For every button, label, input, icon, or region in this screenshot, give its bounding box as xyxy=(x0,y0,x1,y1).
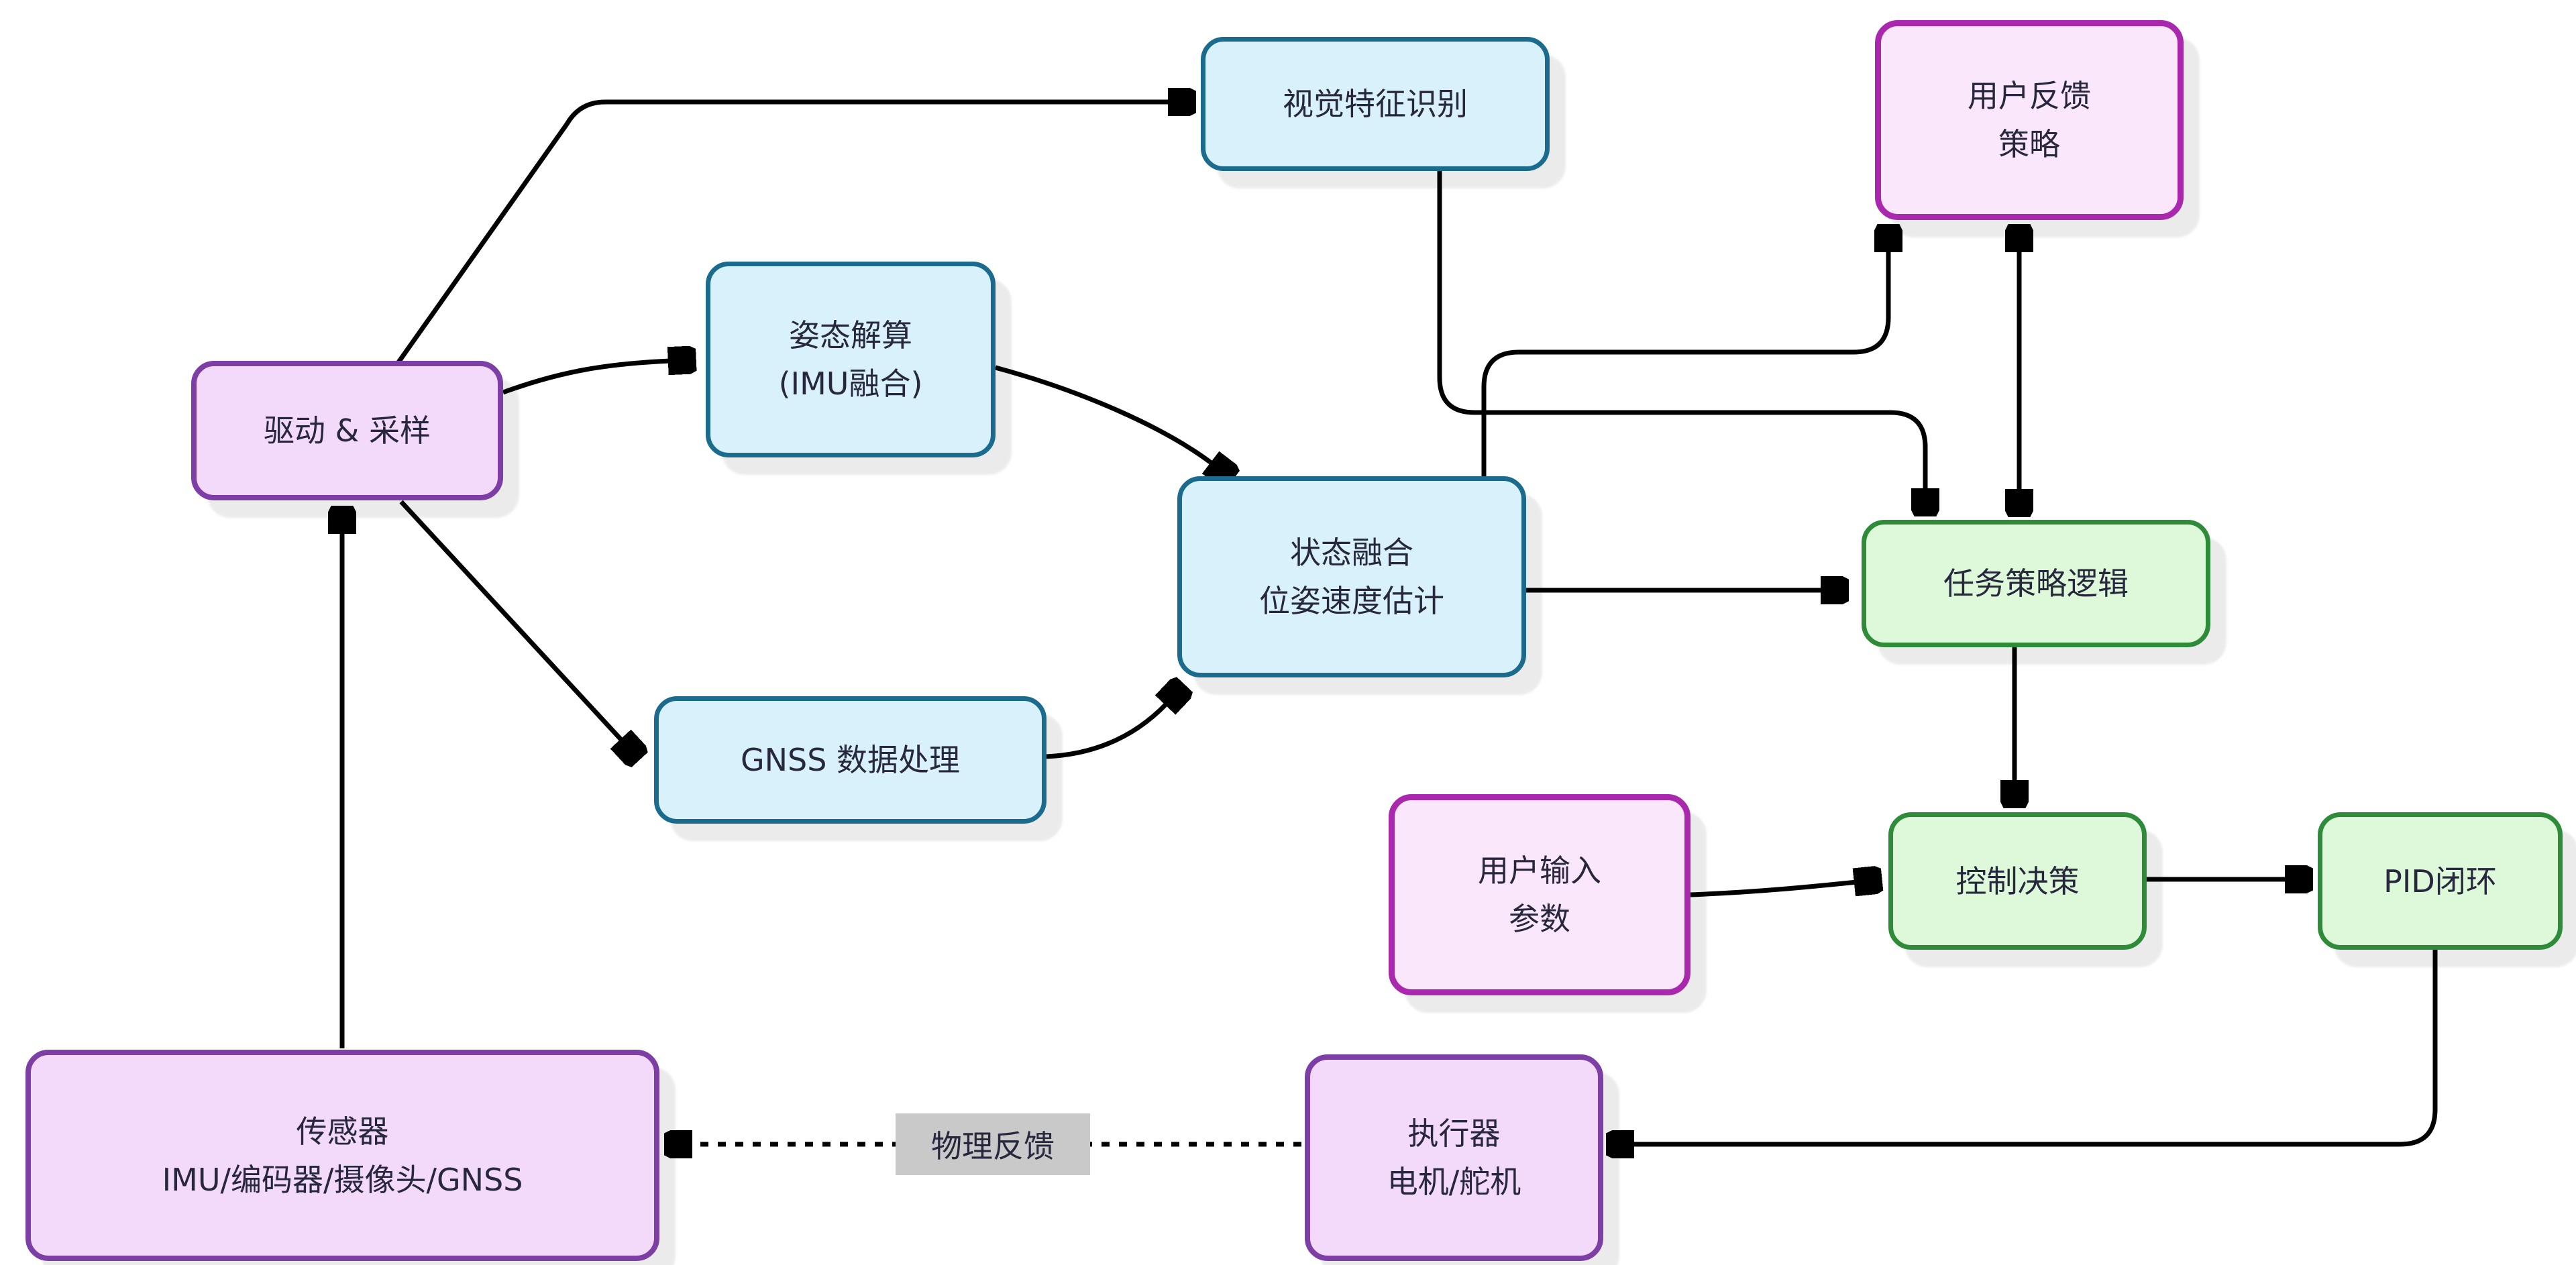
edge-drive-to-vision xyxy=(396,102,1171,364)
node-sensors: 传感器 IMU/编码器/摄像头/GNSS xyxy=(25,1050,659,1261)
node-sublabel: 电机/舵机 xyxy=(1387,1164,1521,1200)
node-user-feedback: 用户反馈 策略 xyxy=(1875,20,2184,220)
physical-feedback-label: 物理反馈 xyxy=(896,1113,1090,1175)
node-gnss-processing: GNSS 数据处理 xyxy=(654,696,1046,824)
node-label: 传感器 xyxy=(296,1113,389,1150)
node-label: 任务策略逻辑 xyxy=(1943,565,2129,602)
node-sublabel: 策略 xyxy=(1998,126,2060,162)
node-sublabel: 参数 xyxy=(1509,901,1570,937)
edge-userinput-to-control xyxy=(1690,882,1857,897)
edge-gnss-to-statefusion xyxy=(1046,703,1167,759)
node-label: 控制决策 xyxy=(1955,863,2080,899)
node-sublabel: IMU/编码器/摄像头/GNSS xyxy=(162,1161,523,1198)
node-label: 视觉特征识别 xyxy=(1283,86,1468,122)
node-label: 用户输入 xyxy=(1478,852,1601,889)
node-task-logic: 任务策略逻辑 xyxy=(1862,520,2210,647)
node-vision-feature: 视觉特征识别 xyxy=(1201,37,1550,171)
node-drive-sampling: 驱动 & 采样 xyxy=(191,361,503,500)
node-label: 状态融合 xyxy=(1290,535,1413,571)
edge-drive-to-attitude xyxy=(502,361,671,395)
edge-drive-to-gnss xyxy=(399,500,623,741)
node-pid-loop: PID闭环 xyxy=(2318,812,2563,950)
edge-vision-to-tasklogic xyxy=(1437,171,1925,491)
node-label: 执行器 xyxy=(1407,1115,1501,1152)
node-label: GNSS 数据处理 xyxy=(740,742,961,778)
node-attitude-solver: 姿态解算 (IMU融合) xyxy=(706,262,996,457)
node-sublabel: 位姿速度估计 xyxy=(1259,583,1444,619)
node-control-decision: 控制决策 xyxy=(1888,812,2147,950)
node-actuators: 执行器 电机/舵机 xyxy=(1305,1054,1603,1261)
edge-statefusion-to-userfeedback xyxy=(1481,250,1888,476)
node-label: 用户反馈 xyxy=(1968,78,2091,114)
node-label: 姿态解算 xyxy=(789,317,912,353)
edge-pid-to-actuators xyxy=(1631,950,2438,1144)
node-user-input: 用户输入 参数 xyxy=(1389,794,1690,995)
node-state-fusion: 状态融合 位姿速度估计 xyxy=(1177,476,1526,677)
edge-attitude-to-statefusion xyxy=(995,365,1213,464)
node-label: PID闭环 xyxy=(2383,863,2497,899)
node-label: 驱动 & 采样 xyxy=(263,412,431,449)
node-sublabel: (IMU融合) xyxy=(778,366,923,402)
